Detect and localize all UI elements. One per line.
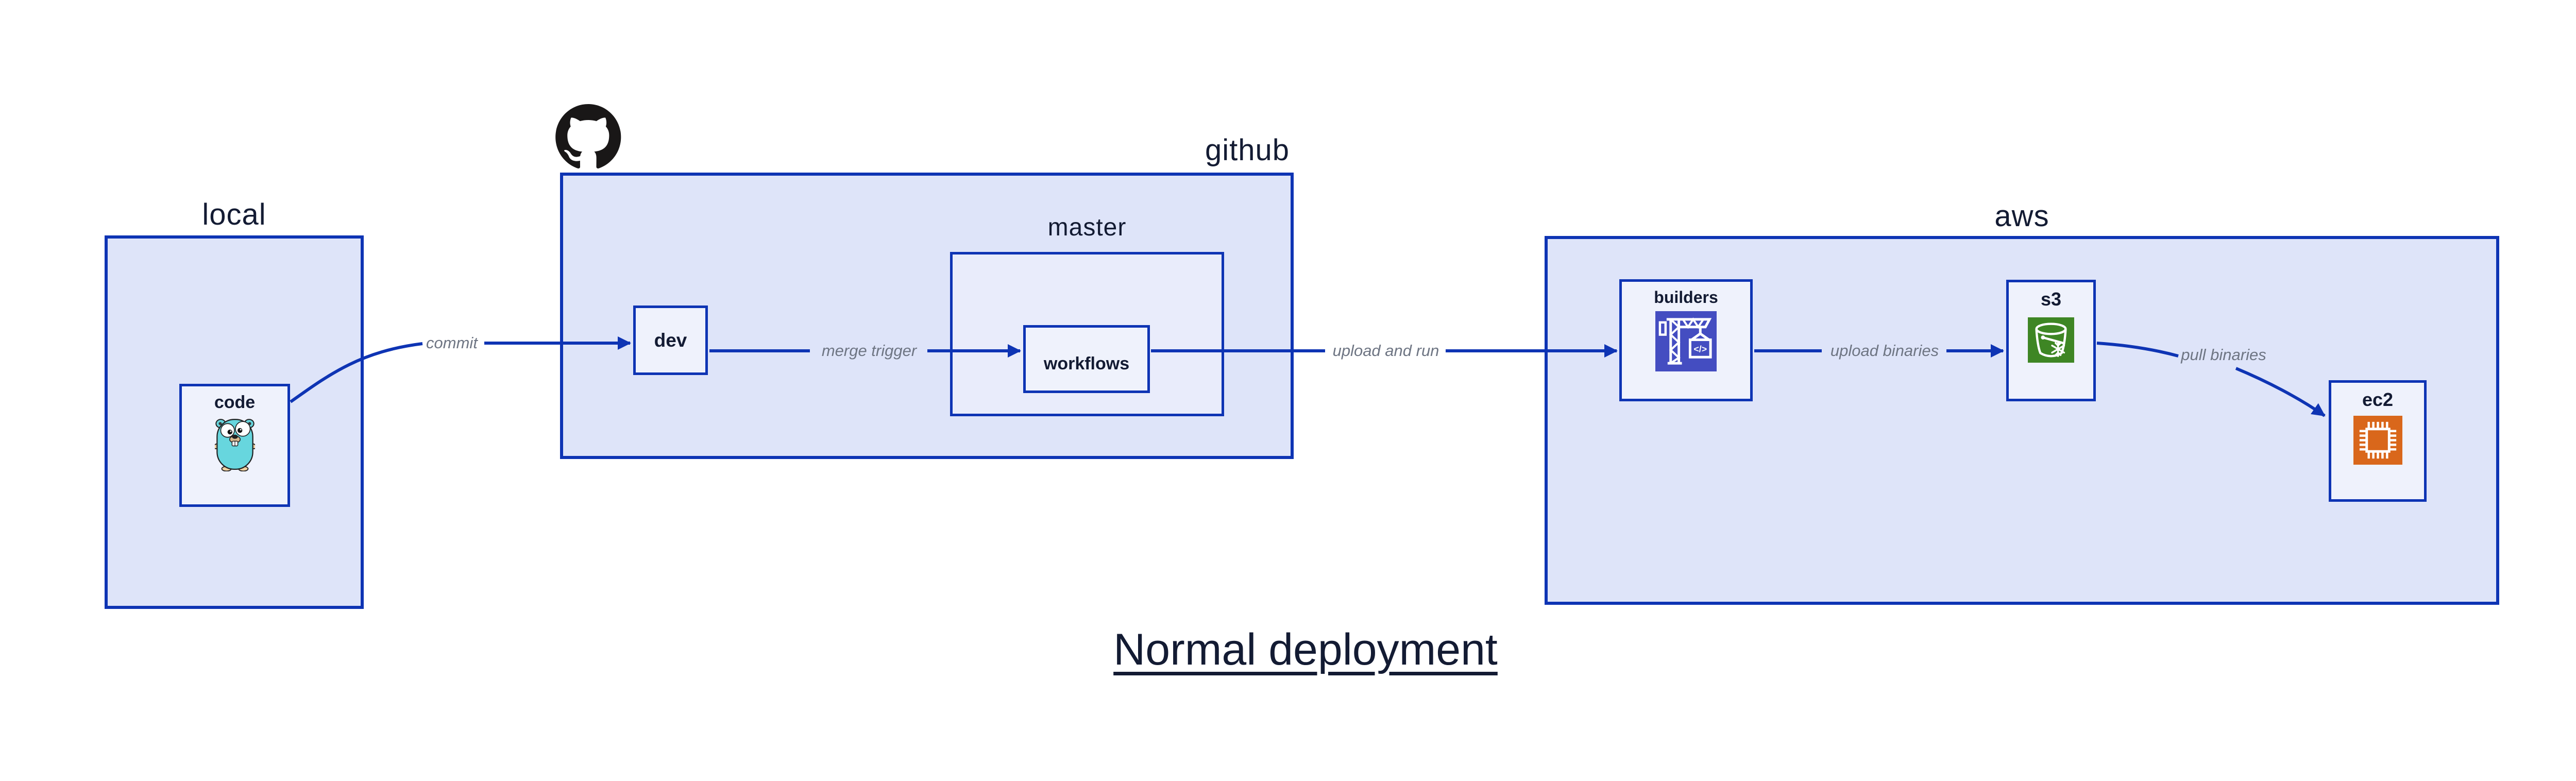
region-label-local: local	[202, 198, 266, 231]
node-code-label: code	[214, 393, 256, 412]
s3-glacier-bucket-icon	[2028, 317, 2074, 363]
codebuild-crane-icon: </>	[1655, 311, 1717, 371]
edge-label-pull-binaries: pull binaries	[2181, 346, 2266, 364]
region-label-github: github	[1205, 133, 1290, 167]
node-code: code	[179, 384, 290, 507]
diagram-title: Normal deployment	[1113, 625, 1498, 674]
node-dev-label: dev	[654, 329, 687, 351]
github-logo-icon	[555, 104, 621, 168]
node-s3-label: s3	[2040, 288, 2062, 310]
node-builders-label: builders	[1654, 288, 1718, 307]
edge-label-upload-and-run: upload and run	[1332, 342, 1439, 360]
edge-label-upload-binaries: upload binaries	[1830, 342, 1939, 360]
edge-label-commit: commit	[426, 334, 478, 352]
ec2-chip-icon	[2353, 416, 2402, 465]
node-workflows: workflows	[1023, 325, 1150, 393]
edge-label-merge-trigger: merge trigger	[821, 342, 917, 360]
codebuild-code-glyph: </>	[1693, 344, 1707, 354]
node-ec2: ec2	[2329, 380, 2427, 502]
go-gopher-icon	[214, 418, 255, 471]
region-label-aws: aws	[1994, 199, 2049, 233]
node-builders: builders </>	[1619, 279, 1753, 401]
node-s3: s3	[2006, 280, 2096, 401]
node-dev: dev	[633, 305, 708, 375]
node-ec2-label: ec2	[2362, 389, 2394, 410]
region-label-master: master	[1047, 214, 1127, 241]
node-workflows-label: workflows	[1043, 353, 1130, 373]
